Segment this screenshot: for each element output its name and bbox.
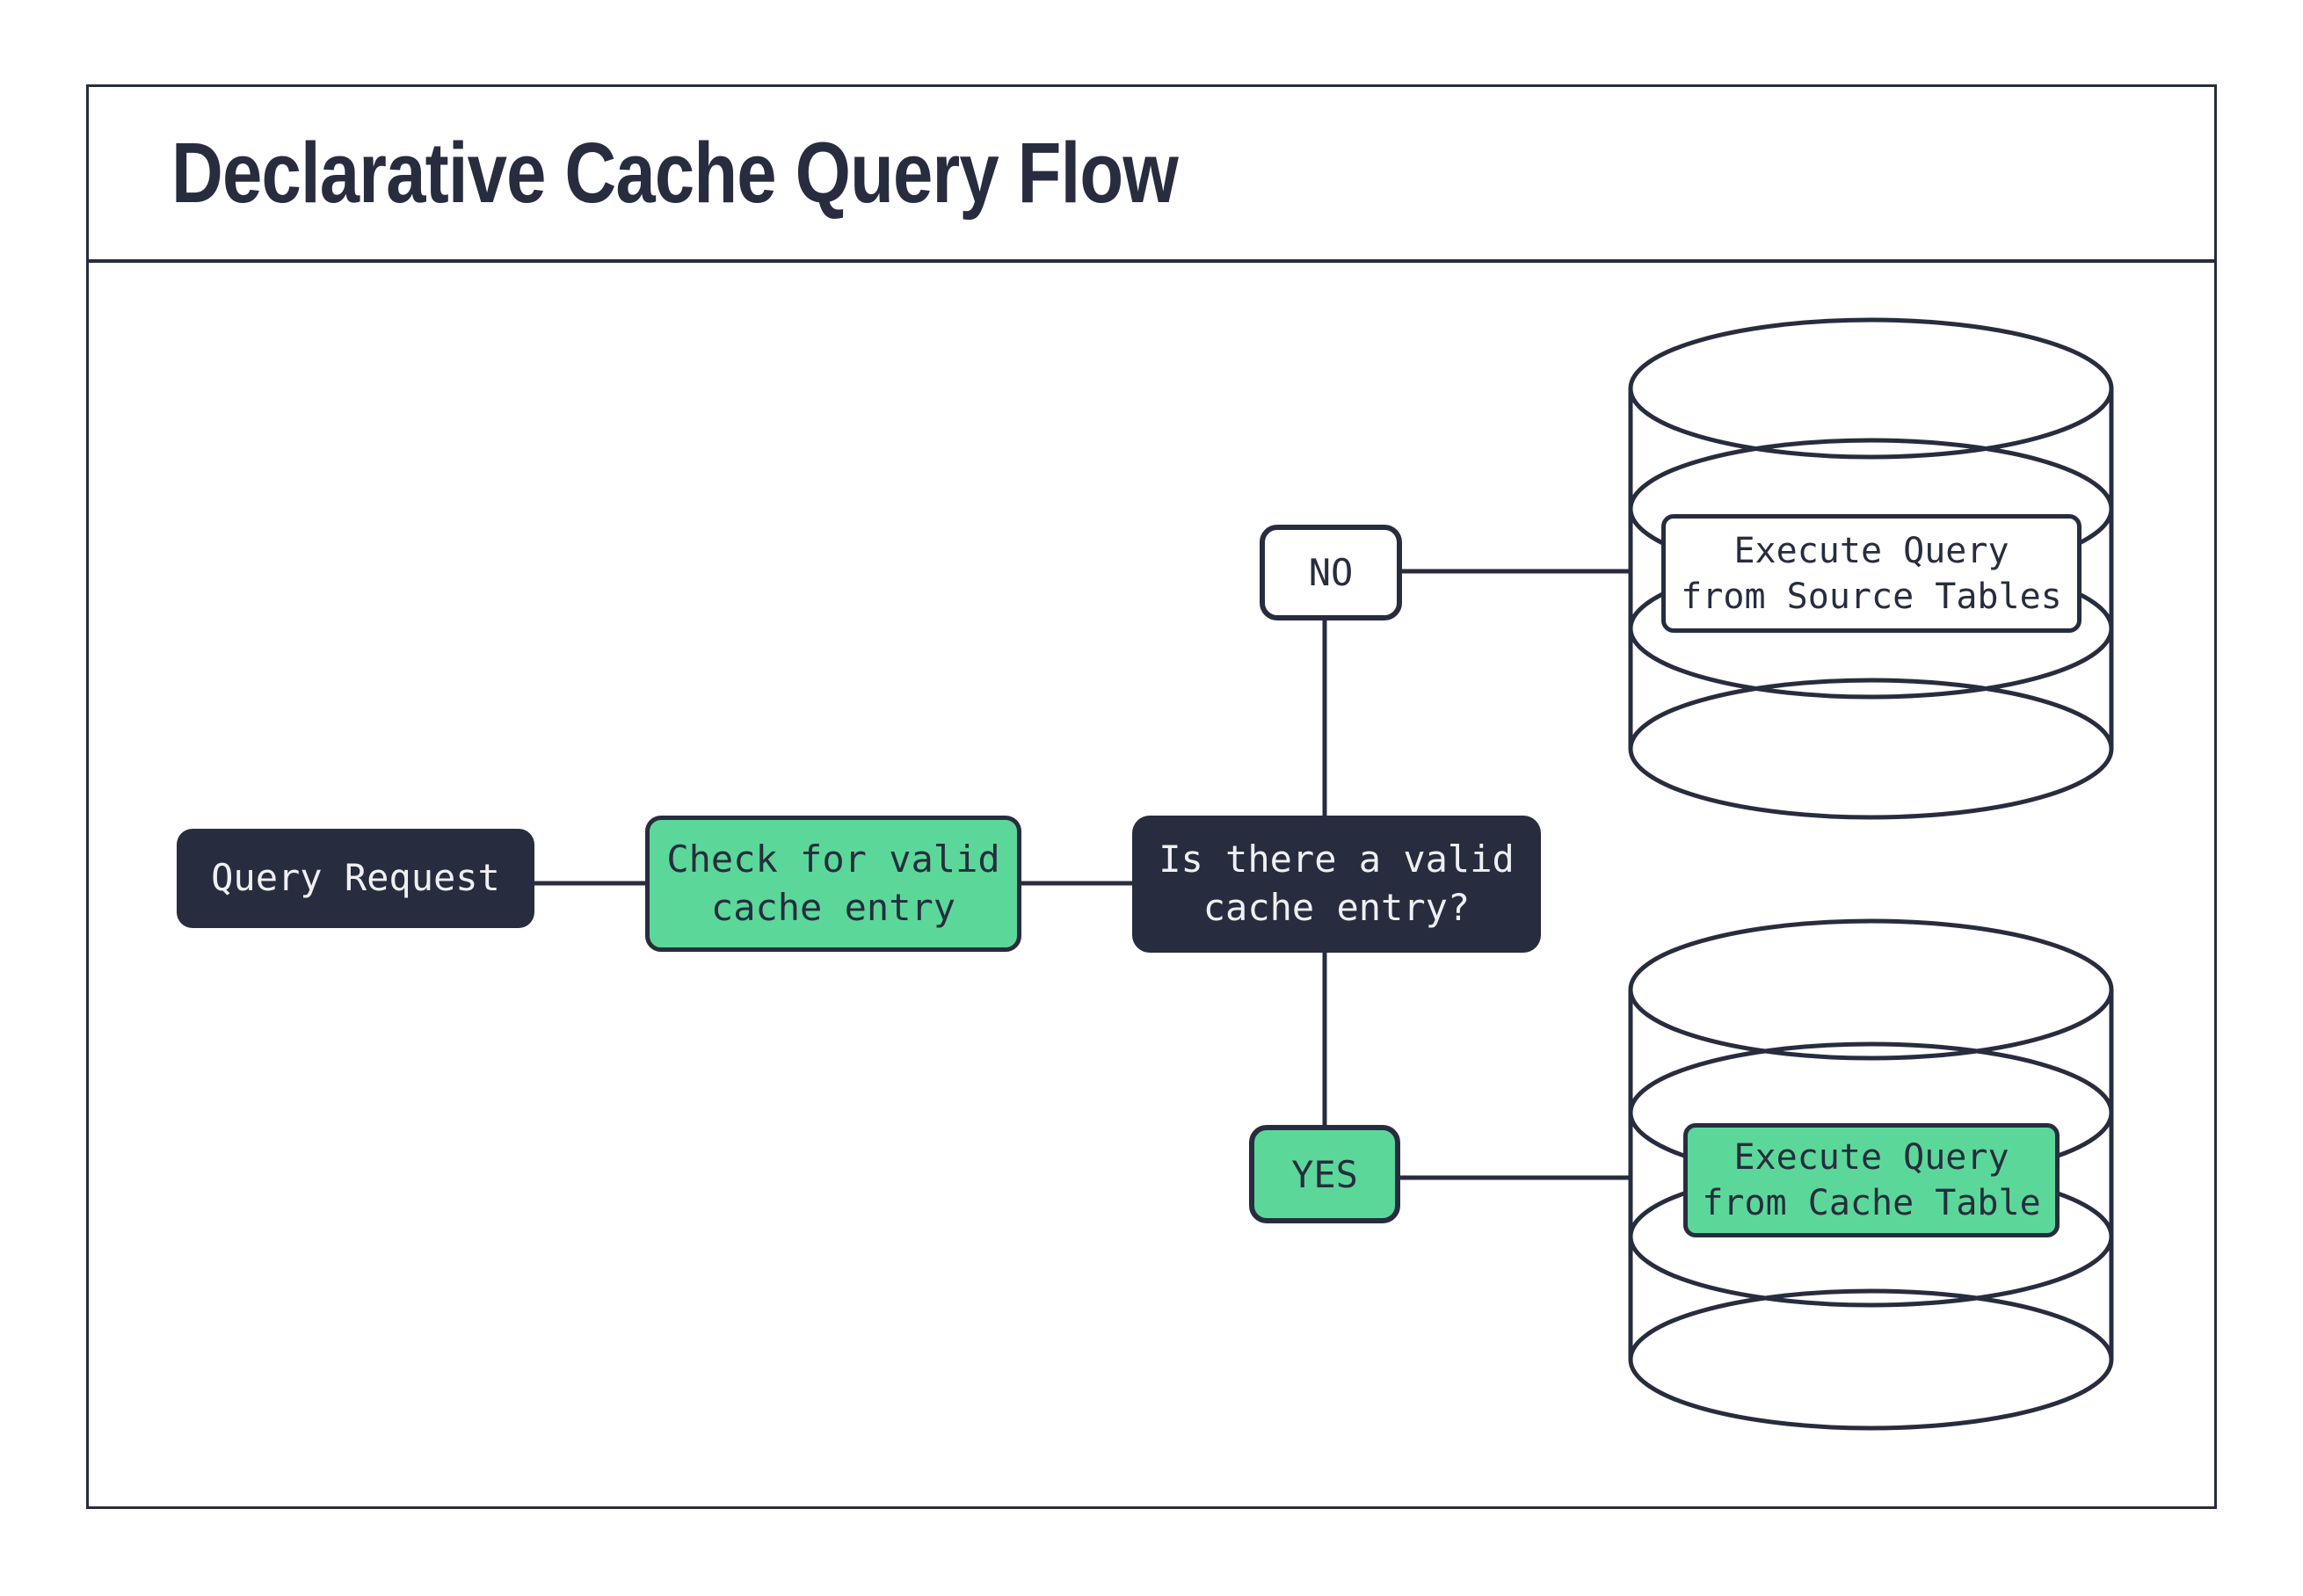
connectors bbox=[534, 569, 1633, 1180]
edge-label-yes: YES bbox=[1249, 1125, 1400, 1223]
edge-label-no: NO bbox=[1260, 525, 1402, 620]
edge-label-no-text: NO bbox=[1308, 551, 1354, 594]
node-execute-cache: Execute Query from Cache Table bbox=[1683, 1123, 2060, 1237]
title-separator bbox=[86, 259, 2217, 263]
title-bar: Declarative Cache Query Flow bbox=[171, 84, 1369, 261]
node-check-cache-label: Check for valid cache entry bbox=[666, 837, 1000, 929]
page-title: Declarative Cache Query Flow bbox=[171, 124, 1179, 221]
node-check-cache: Check for valid cache entry bbox=[645, 816, 1021, 952]
node-query-request: Query Request bbox=[177, 829, 534, 928]
edge-label-yes-text: YES bbox=[1291, 1152, 1358, 1196]
node-decision: Is there a valid cache entry? bbox=[1132, 816, 1541, 953]
node-decision-label: Is there a valid cache entry? bbox=[1159, 838, 1515, 929]
node-execute-cache-label: Execute Query from Cache Table bbox=[1702, 1137, 2041, 1223]
node-execute-source-label: Execute Query from Source Tables bbox=[1681, 530, 2062, 617]
node-query-request-label: Query Request bbox=[211, 856, 500, 900]
node-execute-source: Execute Query from Source Tables bbox=[1661, 514, 2081, 633]
diagram-frame bbox=[86, 84, 2217, 1509]
